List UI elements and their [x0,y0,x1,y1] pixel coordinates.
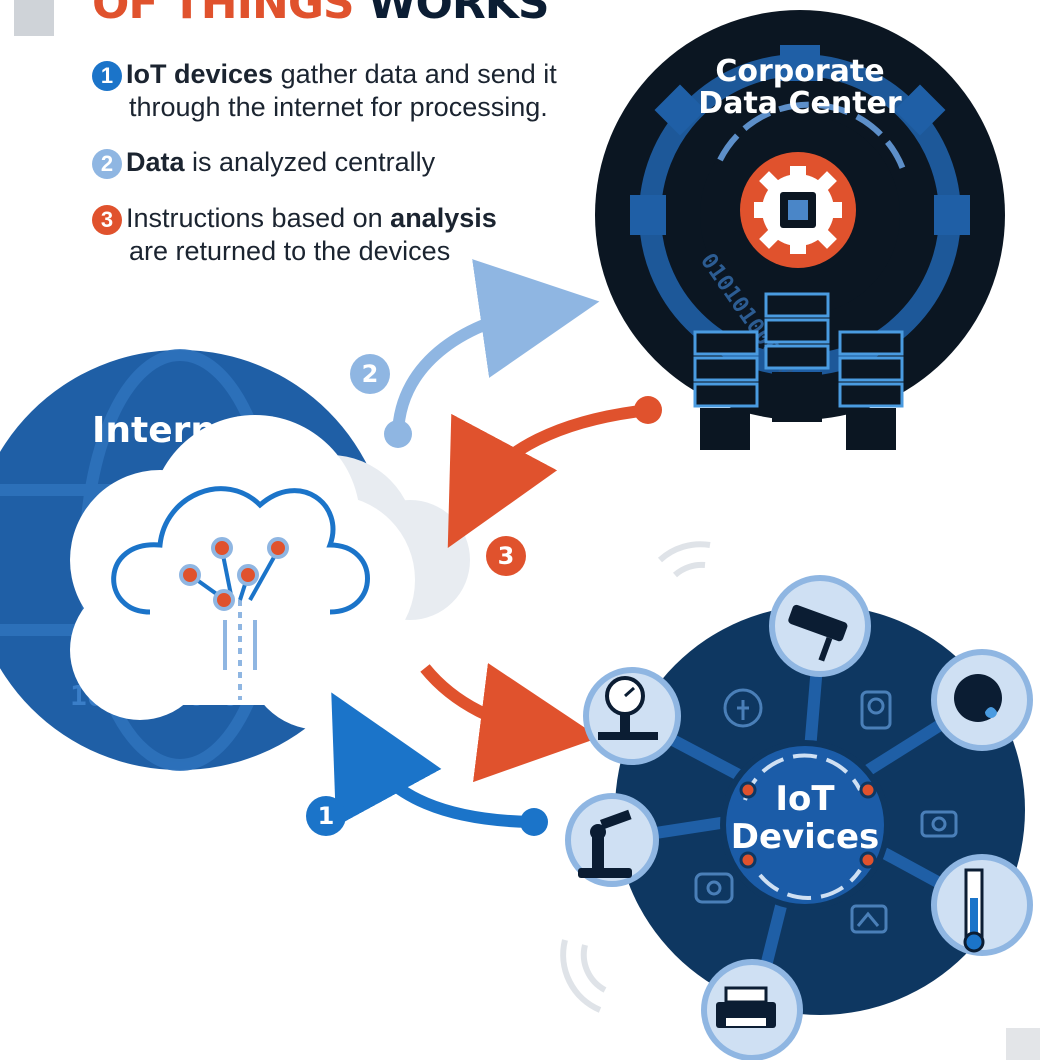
gear-teeth [630,45,970,385]
step-1-text: gather data and send it [273,59,557,89]
internet-label: Internet [92,410,258,451]
thermometer-icon [963,868,985,953]
server-legs [700,372,896,450]
arrow-to-devices [420,663,600,783]
security-camera-icon [788,604,848,662]
iot-devices-label-line2: Devices [730,817,880,857]
title-part-navy: WORKS [367,0,550,29]
badge-step-2: 2 [350,354,390,394]
page-title: OF THINGS WORKS [92,0,550,29]
gear-chip-icon [740,152,856,268]
iot-devices-circle [609,605,1025,1015]
thermometer-node [931,854,1033,956]
step-1-number: 1 [92,60,122,91]
step-3-bold: analysis [390,203,497,233]
step-3-continuation: are returned to the devices [129,235,451,266]
printer-icon [716,986,776,1028]
printer-node [701,959,803,1060]
iot-devices-label: IoT Devices [725,780,885,856]
robot-arm-node [565,793,659,887]
smart-plug-icon [860,690,892,730]
step-2-text: is analyzed centrally [184,147,436,177]
arrow-step-3 [447,396,662,548]
data-center-label-line2: Data Center [698,86,902,121]
security-camera-node [769,575,871,677]
server-rack-icon [693,292,904,408]
badge-step-1: 1 [306,796,346,836]
smart-meter-icon [850,904,888,934]
pressure-gauge-icon [598,676,658,740]
title-part-orange: OF THINGS [92,0,355,29]
wifi-signal-icon [560,541,711,1013]
data-center-label: Corporate Data Center [680,56,920,120]
arrow-step-1 [331,692,548,836]
step-1-bold: IoT devices [126,59,274,89]
badge-step-3: 3 [486,536,526,576]
thermostat-icon [694,872,734,904]
iot-devices-label-line1: IoT [775,779,835,819]
step-3-pre: Instructions based on [126,203,391,233]
cloud-network-icon [70,415,470,730]
water-sensor-node [931,649,1033,751]
step-2-number: 2 [92,148,122,179]
step-2-bold: Data [126,147,185,177]
step-1-continuation: through the internet for processing. [129,91,548,122]
arrow-step-2 [384,259,600,448]
robot-arm-icon [578,809,632,878]
step-3-number: 3 [92,204,122,235]
lightbulb-icon [723,688,763,728]
data-center-label-line1: Corporate [715,54,885,89]
header-accent-block [14,0,54,36]
dashcam-icon [920,810,958,838]
pressure-gauge-node [583,667,681,765]
footer-accent-block [1006,1028,1040,1060]
